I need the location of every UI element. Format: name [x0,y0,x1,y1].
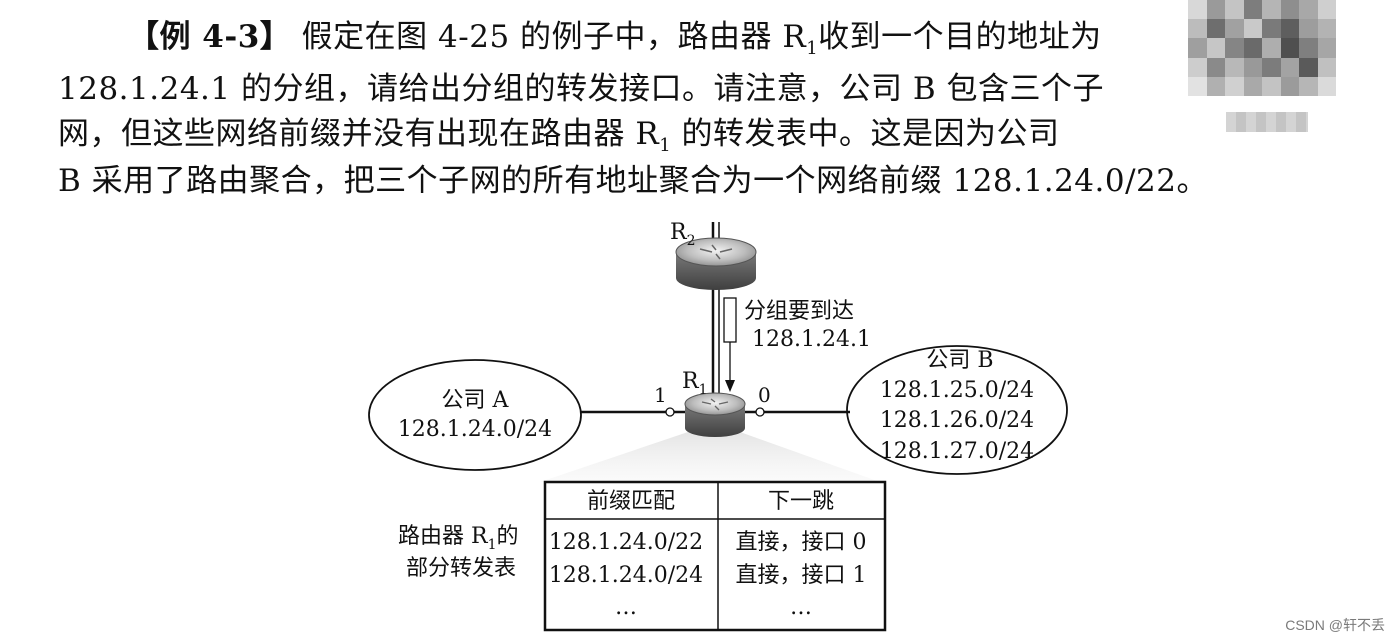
paragraph-line-3: 网，但这些网络前缀并没有出现在路由器 R1 的转发表中。这是因为公司 [58,115,1060,165]
paragraph-line-3-subscript: 1 [659,135,672,157]
paragraph-line-1-subscript: 1 [806,38,819,60]
router-r1-icon [684,392,746,437]
table-callout-fan [540,432,880,482]
port-0-label: 0 [758,383,771,407]
packet-address: 128.1.24.1 [752,327,871,352]
table-header-next-hop: 下一跳 [768,489,834,514]
table-header-prefix: 前缀匹配 [587,489,675,514]
packet-icon [723,297,737,343]
paragraph-line-2: 128.1.24.1 的分组，请给出分组的转发接口。请注意，公司 B 包含三个子 [58,71,1104,107]
packet-note: 分组要到达 [744,299,854,324]
table-caption-line-1: 路由器 R1的 [398,524,519,553]
router-r1-label: R1 [682,369,708,398]
company-b-ellipse [846,345,1068,475]
paragraph-line-4: B 采用了路由聚合，把三个子网的所有地址聚合为一个网络前缀 128.1.24.0… [58,163,1209,199]
packet-arrow-head [725,380,735,392]
company-b-prefix-2: 128.1.26.0/24 [880,408,1034,433]
forwarding-table-frame [543,480,887,632]
pixelated-mosaic-image [1188,0,1336,96]
port-1-marker [665,407,675,417]
company-a-prefix: 128.1.24.0/24 [398,417,552,442]
table-row-2-prefix: 128.1.24.0/24 [549,563,703,588]
port-0-marker [755,407,765,417]
table-caption-line-2: 部分转发表 [406,556,516,581]
company-a-ellipse [368,359,582,471]
paragraph-line-1-text-a: 假定在图 4-25 的例子中，路由器 R [301,19,807,55]
table-row-1-prefix: 128.1.24.0/22 [549,530,703,555]
table-row-3-prefix: … [615,595,637,620]
paragraph-line-3-text-a: 网，但这些网络前缀并没有出现在路由器 R [58,116,660,152]
table-row-1-next-hop: 直接，接口 0 [736,530,867,555]
router-r2-label: R2 [670,220,696,249]
port-1-label: 1 [654,383,667,407]
company-b-name: 公司 B [926,348,993,373]
paragraph-line-3-text-b: 的转发表中。这是因为公司 [671,116,1060,152]
table-row-2-next-hop: 直接，接口 1 [736,563,867,588]
table-row-3-next-hop: … [790,595,812,620]
company-b-prefix-1: 128.1.25.0/24 [880,378,1034,403]
paragraph-line-1-text-b: 收到一个目的地址为 [818,19,1102,55]
company-a-name: 公司 A [442,388,510,413]
pixelated-mosaic-bar [1226,112,1308,132]
router-r2-icon [675,237,757,290]
paragraph-line-1: 【例 4-3】 假定在图 4-25 的例子中，路由器 R1收到一个目的地址为 [128,18,1102,68]
example-label: 【例 4-3】 [128,19,292,55]
company-b-prefix-3: 128.1.27.0/24 [880,439,1034,464]
watermark: CSDN @轩不丢 [1285,617,1385,633]
